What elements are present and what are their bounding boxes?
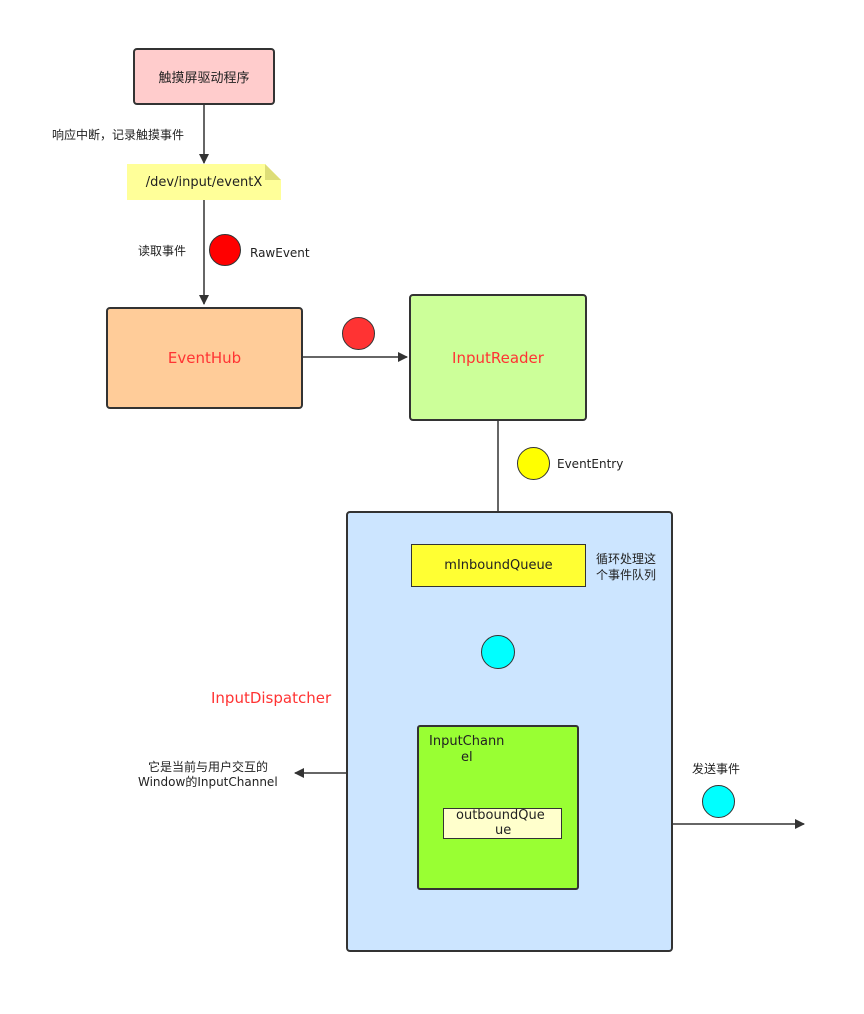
read-event-label: 读取事件 — [138, 244, 187, 258]
window-label-line2: Window的InputChannel — [138, 775, 278, 789]
window-label-line1: 它是当前与用户交互的 — [148, 760, 269, 774]
dispatch-event-circle — [481, 635, 515, 669]
input-reader-label: InputReader — [452, 348, 544, 367]
event-circle-red — [342, 317, 375, 350]
event-entry-circle — [517, 447, 550, 480]
raw-event-circle — [209, 234, 241, 266]
inbound-queue-label: mInboundQueue — [444, 558, 553, 573]
send-event-label: 发送事件 — [692, 762, 741, 776]
input-channel-box — [417, 725, 579, 890]
input-dispatcher-label: InputDispatcher — [211, 689, 332, 707]
touch-driver-box: 触摸屏驱动程序 — [133, 48, 275, 105]
input-reader-box: InputReader — [409, 294, 587, 421]
touch-driver-label: 触摸屏驱动程序 — [158, 71, 250, 86]
event-hub-label: EventHub — [167, 349, 242, 367]
loop-label-line1: 循环处理这 — [596, 552, 657, 566]
outbound-queue-label-line1: outboundQue — [456, 808, 545, 823]
raw-event-label: RawEvent — [250, 246, 310, 260]
event-hub-box: EventHub — [106, 307, 303, 409]
event-entry-label: EventEntry — [557, 457, 624, 471]
send-event-circle — [702, 785, 735, 818]
outbound-queue-box — [443, 808, 562, 839]
respond-interrupt-label: 响应中断，记录触摸事件 — [52, 128, 185, 142]
loop-label-line2: 个事件队列 — [596, 568, 657, 582]
outbound-queue-label-line2: ue — [495, 823, 512, 838]
note-shape — [127, 164, 281, 200]
dev-file-label: /dev/input/eventX — [145, 174, 263, 190]
inbound-queue-box: mInboundQueue — [411, 544, 586, 587]
input-channel-label-line2: el — [461, 750, 473, 765]
input-channel-label-line1: InputChann — [429, 734, 505, 749]
dev-file-note: /dev/input/eventX — [127, 164, 281, 200]
